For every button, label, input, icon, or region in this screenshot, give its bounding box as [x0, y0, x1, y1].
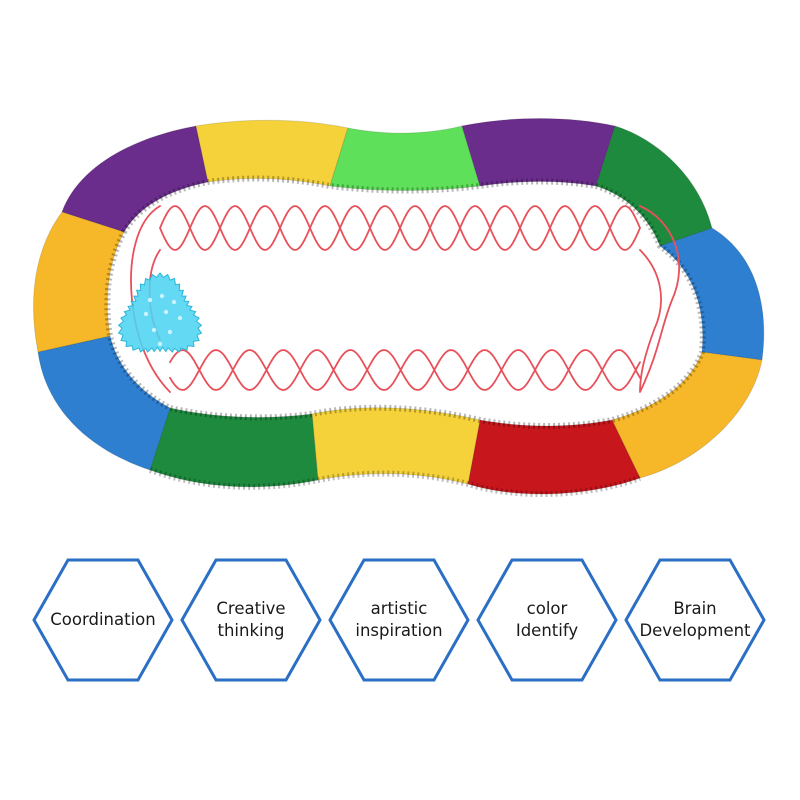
feature-label: Identify [515, 621, 579, 640]
gear-teeth-edge [148, 467, 642, 498]
track-segment [37, 335, 171, 471]
pen-hole [151, 327, 157, 333]
feature-label: color [526, 599, 568, 618]
pen-hole [147, 297, 153, 303]
track-segment [595, 125, 713, 247]
feature-artistic-inspiration: artistic inspiration [326, 558, 472, 682]
pen-hole [159, 293, 165, 299]
pen-hole [167, 329, 173, 335]
track-segment [61, 125, 209, 233]
pen-hole [163, 309, 169, 315]
feature-label: Coordination [50, 610, 156, 629]
gear-icon [117, 272, 203, 353]
track-segment [311, 407, 481, 485]
hexagon-icon [624, 558, 766, 682]
feature-label: Creative [216, 599, 286, 618]
pen-hole [143, 311, 149, 317]
gear-teeth-edge [104, 175, 706, 429]
hexagon-icon [476, 558, 618, 682]
hexagon-icon [328, 558, 470, 682]
product-photo [32, 118, 765, 498]
spiral-drawing [130, 205, 680, 393]
feature-color-identify: color Identify [474, 558, 620, 682]
pen-hole [171, 299, 177, 305]
feature-label: Brain [673, 599, 717, 618]
pen-hole [157, 341, 163, 347]
track-segment [461, 118, 616, 187]
track-segment [467, 419, 641, 495]
track-segment [32, 211, 125, 353]
feature-brain-development: Brain Development [622, 558, 768, 682]
track-segment [195, 119, 349, 187]
feature-label: artistic [370, 599, 428, 618]
feature-creative-thinking: Creative thinking [178, 558, 324, 682]
pen-hole [177, 315, 183, 321]
feature-label: inspiration [355, 621, 443, 640]
hexagon-icon [32, 558, 174, 682]
feature-list: Coordination Creative thinking artistic … [0, 550, 800, 690]
track-segment [329, 125, 481, 191]
feature-label: Development [639, 621, 751, 640]
feature-coordination: Coordination [30, 558, 176, 682]
hexagon-icon [180, 558, 322, 682]
feature-label: thinking [217, 621, 285, 640]
gear-body [117, 272, 203, 353]
gear-track [32, 118, 765, 498]
